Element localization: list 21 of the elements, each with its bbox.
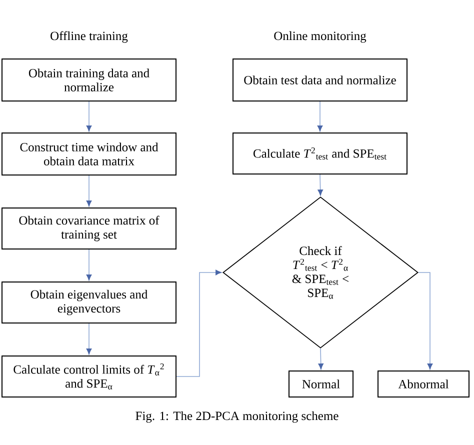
arrow — [176, 270, 222, 377]
arrow — [86, 101, 92, 132]
process-box: Calculate T$^{2}$$_{test}$ and SPE$_{test}$ — [232, 132, 408, 174]
process-box: Construct time window and obtain data matrix — [2, 132, 176, 176]
caption: Fig. 1: The 2D-PCA monitoring scheme — [136, 411, 338, 423]
column-heading: Offline training — [50, 31, 128, 43]
arrow — [86, 323, 92, 354]
process-box: Normal — [288, 370, 354, 398]
arrow — [86, 175, 92, 206]
arrow — [318, 348, 324, 370]
process-box: Obtain covariance matrix of training set — [2, 208, 176, 250]
process-box: Obtain training data and normalize — [2, 58, 176, 102]
arrow — [317, 101, 323, 132]
arrow — [318, 174, 323, 196]
arrow — [86, 249, 92, 280]
process-box: Calculate control limits of T$_{α}$2 and SPE$_{α}$ — [2, 356, 176, 398]
process-box: Obtain test data and normalize — [232, 58, 408, 102]
process-box: Obtain eigenvalues and eigenvectors — [2, 282, 176, 324]
column-heading: Online monitoring — [274, 31, 366, 43]
process-box: Abnormal — [378, 370, 470, 398]
arrow — [418, 272, 433, 370]
